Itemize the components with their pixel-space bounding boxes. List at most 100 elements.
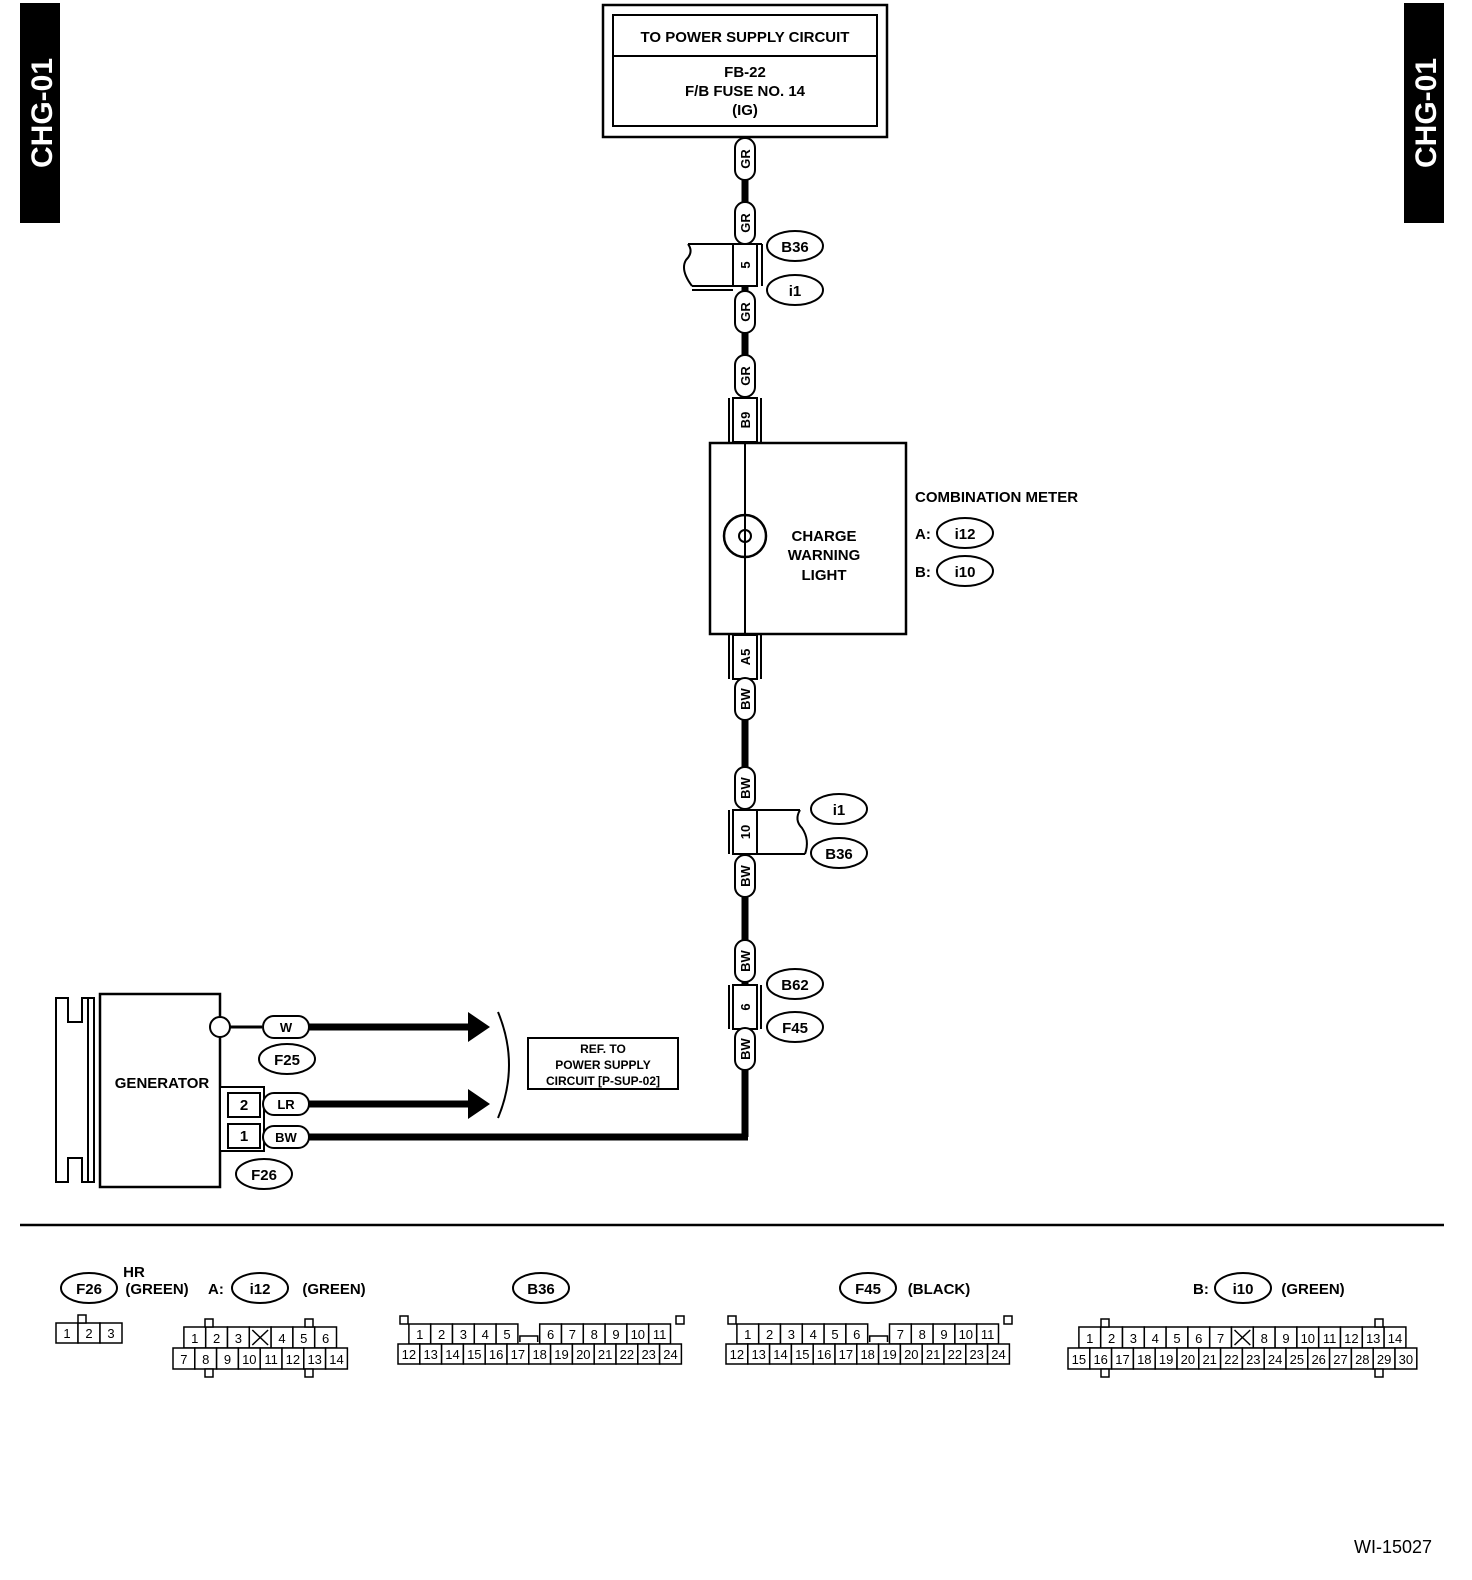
pin-number: 8: [202, 1352, 209, 1367]
svg-text:GR: GR: [738, 302, 753, 322]
pin-number: 22: [620, 1347, 634, 1362]
pin-lock-tab: [1100, 1318, 1110, 1328]
pin-number: 2: [213, 1331, 220, 1346]
svg-text:i1: i1: [789, 283, 802, 300]
pin-number: 20: [576, 1347, 590, 1362]
pin-number: 30: [1399, 1352, 1413, 1367]
wire-lines: [300, 137, 749, 1141]
pin-number: 3: [1130, 1331, 1137, 1346]
power-box-line1: FB-22: [724, 64, 766, 81]
pin-number: 16: [489, 1347, 503, 1362]
pin-number: 18: [860, 1347, 874, 1362]
svg-text:B36: B36: [527, 1281, 555, 1298]
svg-text:10: 10: [738, 825, 753, 839]
pin-number: 6: [1195, 1331, 1202, 1346]
pin-number: 26: [1311, 1352, 1325, 1367]
charge-light-label-1: CHARGE: [791, 528, 856, 545]
pin-number: 29: [1377, 1352, 1391, 1367]
pin-number: 9: [940, 1327, 947, 1342]
pin-number: 16: [1093, 1352, 1107, 1367]
pin-number: 10: [631, 1327, 645, 1342]
pin-lock-tab: [204, 1318, 214, 1328]
pin-number: 16: [817, 1347, 831, 1362]
pin-number: 11: [653, 1327, 667, 1342]
svg-text:GR: GR: [738, 149, 753, 169]
wire-tag-gr-1: GR: [734, 137, 756, 181]
pin-number: 17: [511, 1347, 525, 1362]
pin-number: 4: [482, 1327, 489, 1342]
legend-header-i12: A: i12 (GREEN): [208, 1272, 366, 1304]
pin-number: 14: [1388, 1331, 1402, 1346]
pin-key-notch: [868, 1335, 889, 1342]
pin-number: 8: [919, 1327, 926, 1342]
pin-number: 21: [926, 1347, 940, 1362]
pin-number: 10: [959, 1327, 973, 1342]
right-side-tab: CHG-01: [1404, 3, 1444, 223]
pin-number: 9: [1282, 1331, 1289, 1346]
svg-text:5: 5: [738, 261, 753, 268]
pin-number: 13: [423, 1347, 437, 1362]
pin-number: 12: [730, 1347, 744, 1362]
pin-number: 12: [1344, 1331, 1358, 1346]
pin-number: 9: [612, 1327, 619, 1342]
pin-number: 19: [1159, 1352, 1173, 1367]
connector-badge-b36-bottom: B36: [810, 837, 868, 869]
pin-number: 27: [1333, 1352, 1347, 1367]
connector-badge-i10: i10: [936, 555, 994, 587]
pin-lock-tab: [1003, 1315, 1013, 1325]
svg-text:2: 2: [240, 1097, 248, 1114]
wire-tag-bw-4: BW: [734, 939, 756, 983]
svg-text:A5: A5: [738, 649, 753, 666]
pin-number: 18: [532, 1347, 546, 1362]
svg-text:B9: B9: [738, 412, 753, 429]
pin-cell: [1394, 1347, 1418, 1370]
pin-number: 14: [329, 1352, 343, 1367]
svg-text:F26: F26: [76, 1281, 102, 1298]
pin-number: 7: [180, 1352, 187, 1367]
wire-tag-gr-2: GR: [734, 201, 756, 245]
wire-tag-gr-4: GR: [734, 354, 756, 398]
legend-header-f26: F26 HR (GREEN): [60, 1264, 189, 1304]
pin-number: 17: [839, 1347, 853, 1362]
svg-text:BW: BW: [738, 864, 753, 886]
connector-badge-f45: F45: [766, 1011, 824, 1043]
pin-number: 2: [766, 1327, 773, 1342]
connector-badge-i12: i12: [936, 517, 994, 549]
svg-text:A:: A:: [208, 1281, 224, 1298]
connector-badge-f25: F25: [258, 1043, 316, 1075]
pin-number: 3: [107, 1326, 114, 1341]
left-side-tab: CHG-01: [20, 3, 60, 223]
svg-text:F25: F25: [274, 1052, 300, 1069]
svg-text:i12: i12: [955, 526, 976, 543]
pin-number: 6: [853, 1327, 860, 1342]
pin-number: 4: [1152, 1331, 1159, 1346]
pin-lock-tab: [304, 1318, 314, 1328]
svg-text:BW: BW: [275, 1130, 297, 1145]
pin-lock-tab: [727, 1315, 737, 1325]
power-supply-box: TO POWER SUPPLY CIRCUIT FB-22 F/B FUSE N…: [601, 3, 889, 139]
svg-text:POWER SUPPLY: POWER SUPPLY: [555, 1058, 651, 1072]
pin-number: 1: [1086, 1331, 1093, 1346]
pin-number: 5: [503, 1327, 510, 1342]
pin-number: 10: [242, 1352, 256, 1367]
legend-header-f45: F45 (BLACK): [839, 1272, 970, 1304]
pin-lock-tab: [1100, 1368, 1110, 1378]
meter-title: COMBINATION METER: [915, 489, 1078, 506]
pin-number: 20: [1181, 1352, 1195, 1367]
meter-prefix-b: B:: [915, 564, 931, 581]
svg-text:B62: B62: [781, 977, 809, 994]
pin-lock-tab: [77, 1314, 87, 1324]
pin-number: 3: [460, 1327, 467, 1342]
pin-number: 8: [591, 1327, 598, 1342]
figure-id: WI-15027: [1354, 1537, 1432, 1557]
pin-number: 24: [663, 1347, 677, 1362]
meter-terminal-a5: A5: [728, 634, 762, 680]
pin-blank-mark: [1233, 1329, 1251, 1346]
svg-text:W: W: [280, 1020, 293, 1035]
pin-cell: [658, 1343, 683, 1365]
pin-number: 12: [286, 1352, 300, 1367]
